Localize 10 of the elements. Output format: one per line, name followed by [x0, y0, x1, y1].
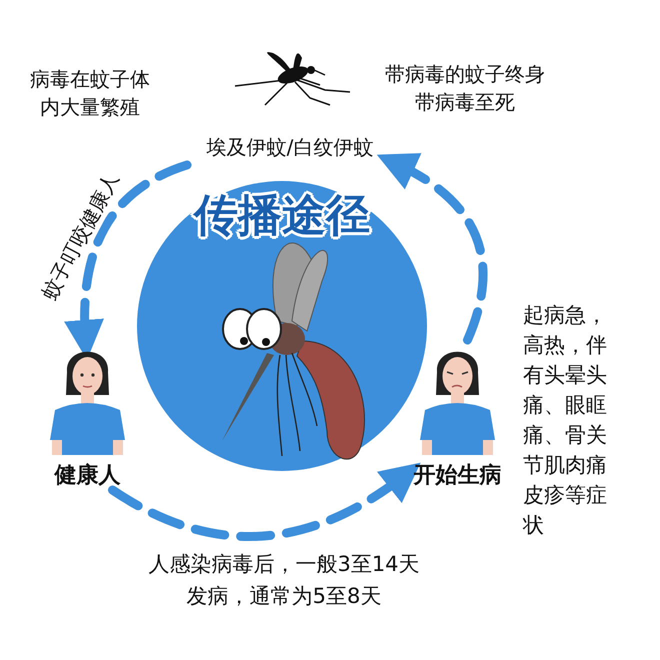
species-text: 埃及伊蚊/白纹伊蚊 [206, 134, 374, 161]
note-text: 病毒在蚊子体内大量繁殖 [29, 66, 151, 121]
symptom-text: 起病急，高热，伴有头晕头痛、眼眶痛、骨关节肌肉痛皮疹等症状 [523, 302, 608, 539]
person-label: 开始生病 [412, 462, 502, 490]
note-text: 带病毒的蚊子终身带病毒至死 [384, 61, 546, 116]
dashed-arrow [377, 154, 488, 344]
caption-text: 人感染病毒后，一般3至14天发病，通常为5至8天 [147, 551, 421, 610]
dashed-arrow [108, 463, 422, 541]
title: 传播途径 [192, 189, 371, 243]
person-label: 健康人 [53, 462, 122, 490]
